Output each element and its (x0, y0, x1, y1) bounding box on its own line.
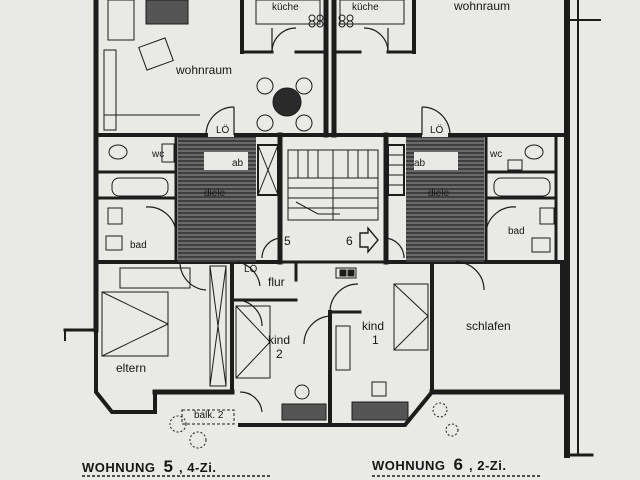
label-wohnraum-right: wohnraum (453, 0, 510, 13)
staircase (287, 149, 379, 254)
label-ab-left: ab (232, 158, 244, 169)
label-lo-3: LÖ (244, 263, 258, 275)
footer-w6-word: WOHNUNG (372, 458, 446, 473)
diele-right-clear (414, 152, 458, 170)
label-kind2-b: 2 (276, 347, 283, 361)
doors (145, 27, 517, 413)
label-schlafen: schlafen (466, 319, 511, 333)
label-stair-6: 6 (346, 234, 353, 248)
label-kind1-b: 1 (372, 333, 379, 347)
shaft-right (387, 144, 405, 196)
footer-w6: WOHNUNG 6 , 2-Zi. (372, 455, 506, 474)
footer-w5: WOHNUNG 5 , 4-Zi. (82, 457, 216, 476)
label-ab-right: ab (414, 158, 426, 169)
label-lo-2: LÖ (430, 124, 444, 136)
label-kind1-a: kind (362, 319, 384, 333)
label-kueche-left: küche (272, 2, 299, 13)
label-kueche-right: küche (352, 2, 379, 13)
label-stair-5: 5 (284, 234, 291, 248)
label-bad-left: bad (130, 240, 147, 251)
label-kind2-a: kind (268, 333, 290, 347)
label-lo-1: LÖ (216, 124, 230, 136)
label-wohnraum-left: wohnraum (175, 63, 232, 77)
outer-walls (63, 0, 601, 458)
label-balk: balk. 2 (194, 410, 224, 421)
furniture (101, 0, 555, 449)
footer-w6-type: , 2-Zi. (469, 458, 506, 473)
label-bad-right: bad (508, 226, 525, 237)
shaft-left (257, 144, 279, 196)
diele-left-clear (204, 152, 248, 170)
label-diele-left: diele (204, 188, 226, 199)
footer-w5-num: 5 (164, 457, 173, 476)
label-diele-right: diele (428, 188, 450, 199)
footer-w5-type: , 4-Zi. (179, 460, 216, 475)
label-eltern: eltern (116, 361, 146, 375)
label-wc-right: wc (489, 149, 502, 160)
footer-w6-num: 6 (454, 455, 463, 474)
label-flur: flur (268, 275, 285, 289)
label-wc-left: wc (151, 149, 164, 160)
footer-w5-word: WOHNUNG (82, 460, 156, 475)
